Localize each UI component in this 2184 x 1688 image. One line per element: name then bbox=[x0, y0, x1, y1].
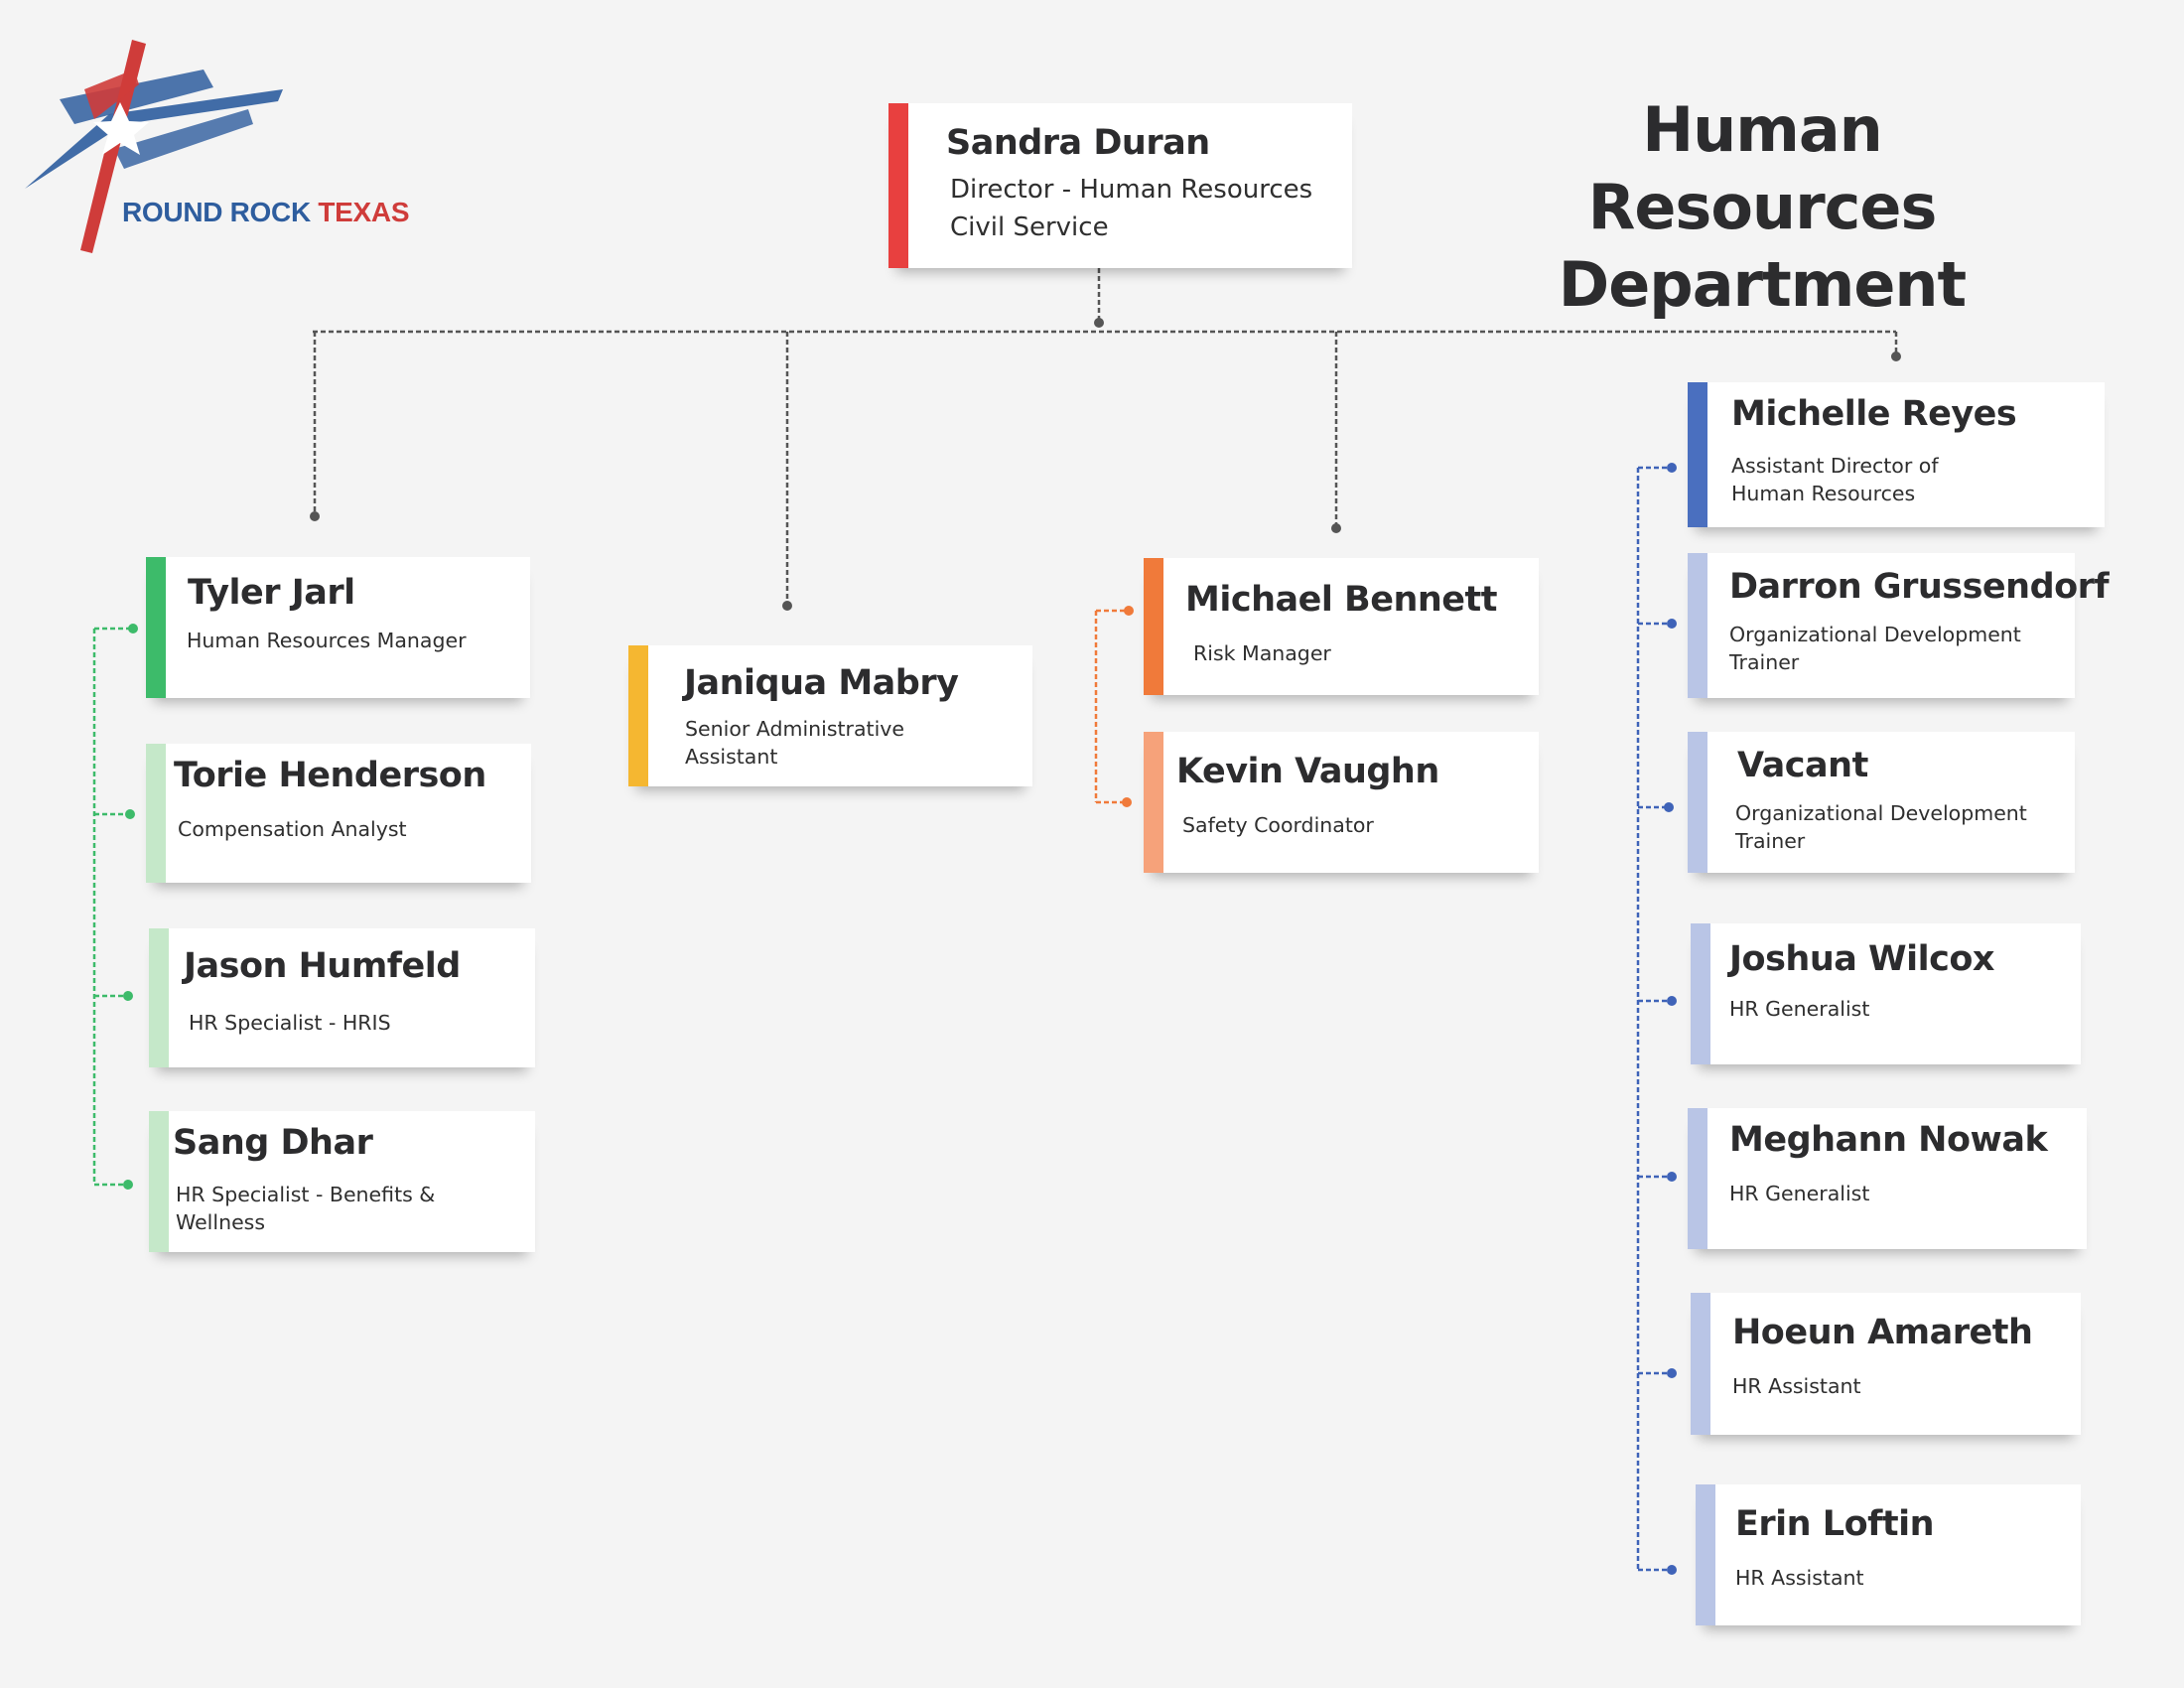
employee-role: Compensation Analyst bbox=[178, 817, 407, 841]
employee-role: HR Assistant bbox=[1735, 1566, 1864, 1590]
employee-card: Meghann Nowak HR Generalist bbox=[1688, 1108, 2087, 1249]
green-bracket-dots bbox=[123, 624, 138, 1190]
role-line2: Human Resources bbox=[1731, 482, 1916, 505]
employee-card: Torie Henderson Compensation Analyst bbox=[146, 744, 531, 883]
role-line2: Civil Service bbox=[950, 212, 1109, 242]
employee-name: Tyler Jarl bbox=[188, 573, 355, 613]
card-accent-bar bbox=[1691, 1293, 1710, 1435]
employee-card: Michael Bennett Risk Manager bbox=[1144, 558, 1539, 695]
employee-role: Director - Human Resources Civil Service bbox=[950, 171, 1312, 246]
employee-role: Senior Administrative Assistant bbox=[685, 715, 904, 771]
employee-name: Michelle Reyes bbox=[1731, 394, 2017, 434]
employee-name: Vacant bbox=[1737, 746, 1868, 785]
card-accent-bar bbox=[146, 557, 166, 698]
card-accent-bar bbox=[146, 744, 166, 883]
card-accent-bar bbox=[1144, 732, 1163, 873]
employee-role: HR Generalist bbox=[1729, 1182, 1870, 1205]
card-accent-bar bbox=[149, 1111, 169, 1252]
employee-card: Vacant Organizational Development Traine… bbox=[1688, 732, 2075, 873]
employee-name: Joshua Wilcox bbox=[1729, 939, 1995, 979]
logo-word-texas: TEXAS bbox=[318, 197, 410, 227]
logo-wordmark: ROUND ROCK TEXAS bbox=[122, 197, 410, 228]
main-connector-dots bbox=[310, 318, 1901, 611]
employee-card: Michelle Reyes Assistant Director of Hum… bbox=[1688, 382, 2105, 527]
role-line1: HR Specialist - Benefits & bbox=[176, 1183, 436, 1206]
card-accent-bar bbox=[1688, 553, 1707, 698]
employee-card: Sang Dhar HR Specialist - Benefits & Wel… bbox=[149, 1111, 535, 1252]
employee-name: Kevin Vaughn bbox=[1176, 752, 1439, 791]
card-accent-bar bbox=[1688, 382, 1707, 527]
page-title-line2: Department bbox=[1558, 248, 1967, 321]
page-title: Human Resources Department bbox=[1469, 91, 2055, 324]
employee-name: Janiqua Mabry bbox=[684, 663, 959, 703]
round-rock-texas-logo: ROUND ROCK TEXAS bbox=[15, 30, 432, 258]
employee-card: Hoeun Amareth HR Assistant bbox=[1691, 1293, 2081, 1435]
employee-name: Erin Loftin bbox=[1735, 1504, 1935, 1544]
employee-name: Darron Grussendorf bbox=[1729, 567, 2110, 607]
employee-name: Sang Dhar bbox=[173, 1123, 373, 1163]
role-line2: Trainer bbox=[1729, 650, 1800, 674]
card-accent-bar bbox=[149, 928, 169, 1067]
employee-role: HR Specialist - Benefits & Wellness bbox=[176, 1181, 435, 1236]
card-accent-bar bbox=[1144, 558, 1163, 695]
page-title-line1: Human Resources bbox=[1587, 93, 1938, 243]
role-line1: Director - Human Resources bbox=[950, 175, 1313, 205]
orange-bracket-dots bbox=[1122, 606, 1134, 807]
employee-role: Safety Coordinator bbox=[1182, 813, 1374, 837]
employee-name: Hoeun Amareth bbox=[1732, 1313, 2033, 1352]
employee-card: Kevin Vaughn Safety Coordinator bbox=[1144, 732, 1539, 873]
employee-card: Tyler Jarl Human Resources Manager bbox=[146, 557, 530, 698]
employee-card: Erin Loftin HR Assistant bbox=[1696, 1484, 2081, 1625]
employee-role: Human Resources Manager bbox=[187, 629, 467, 652]
card-accent-bar bbox=[888, 103, 908, 268]
employee-role: Assistant Director of Human Resources bbox=[1731, 452, 1939, 507]
employee-role: Organizational Development Trainer bbox=[1729, 621, 2021, 676]
employee-name: Torie Henderson bbox=[174, 756, 486, 795]
employee-name: Jason Humfeld bbox=[184, 946, 461, 986]
orange-bracket bbox=[1094, 609, 1128, 804]
role-line1: Organizational Development bbox=[1729, 623, 2021, 646]
card-accent-bar bbox=[1688, 732, 1707, 873]
role-line2: Trainer bbox=[1735, 829, 1806, 853]
logo-star-mark-icon bbox=[25, 40, 283, 253]
role-line1: Organizational Development bbox=[1735, 801, 2027, 825]
role-line1: Senior Administrative bbox=[685, 717, 905, 741]
card-accent-bar bbox=[1696, 1484, 1715, 1625]
employee-role: Risk Manager bbox=[1193, 641, 1331, 665]
employee-card: Joshua Wilcox HR Generalist bbox=[1691, 923, 2081, 1064]
green-bracket bbox=[92, 627, 132, 1187]
card-accent-bar bbox=[1691, 923, 1710, 1064]
employee-role: HR Specialist - HRIS bbox=[189, 1011, 391, 1035]
card-accent-bar bbox=[628, 645, 648, 786]
director-card: Sandra Duran Director - Human Resources … bbox=[888, 103, 1352, 268]
role-line2: Wellness bbox=[176, 1210, 266, 1234]
employee-name: Meghann Nowak bbox=[1729, 1120, 2048, 1160]
logo-word-round-rock: ROUND ROCK bbox=[122, 197, 311, 227]
employee-name: Sandra Duran bbox=[946, 123, 1210, 163]
employee-name: Michael Bennett bbox=[1185, 580, 1497, 620]
role-line1: Assistant Director of bbox=[1731, 454, 1939, 478]
employee-role: Organizational Development Trainer bbox=[1735, 799, 2027, 855]
employee-card: Darron Grussendorf Organizational Develo… bbox=[1688, 553, 2110, 698]
role-line2: Assistant bbox=[685, 745, 778, 769]
blue-bracket bbox=[1636, 466, 1671, 1572]
employee-card: Janiqua Mabry Senior Administrative Assi… bbox=[628, 645, 1032, 786]
employee-card: Jason Humfeld HR Specialist - HRIS bbox=[149, 928, 535, 1067]
blue-bracket-dots bbox=[1664, 463, 1677, 1575]
employee-role: HR Assistant bbox=[1732, 1374, 1861, 1398]
card-accent-bar bbox=[1688, 1108, 1707, 1249]
employee-role: HR Generalist bbox=[1729, 997, 1870, 1021]
